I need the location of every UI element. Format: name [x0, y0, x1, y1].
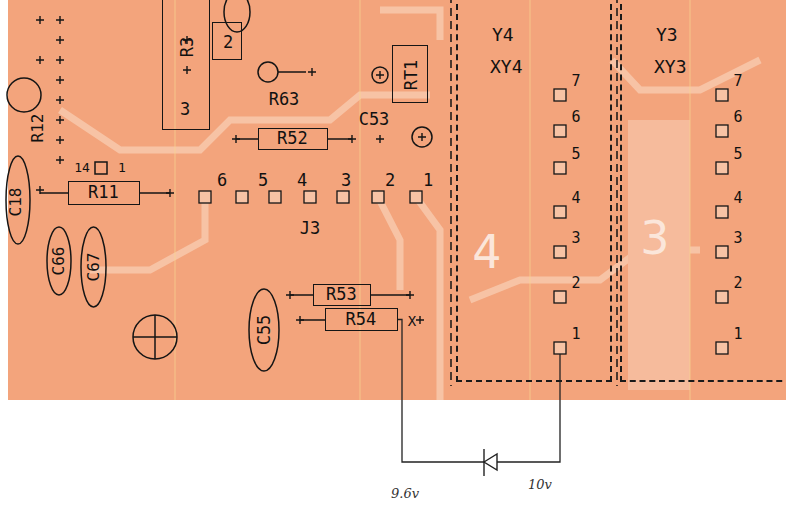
part-name: R53 — [326, 286, 357, 303]
pin-label: 6 — [733, 110, 742, 125]
connector-region: Y4XY4 — [456, 0, 612, 382]
part-name: R3 — [179, 37, 196, 57]
part-name: R52 — [277, 130, 308, 147]
scan-lines — [175, 0, 690, 400]
connector-number: 4 — [472, 229, 501, 275]
connector-name: Y4 — [492, 26, 514, 44]
diode-symbol — [484, 449, 497, 476]
component-outline: R54 — [325, 308, 398, 331]
pin-label: 1 — [423, 172, 433, 189]
part-name: R11 — [88, 184, 119, 201]
pin-label: R63 — [269, 91, 300, 108]
connector-number: 3 — [640, 215, 669, 261]
capacitor-outline: C67 — [80, 226, 107, 308]
component-outline: RT1 — [392, 45, 428, 103]
pin-label: 5 — [733, 147, 742, 162]
pin-label: 7 — [733, 74, 742, 89]
pin-label: 1 — [571, 327, 580, 342]
silkscreen — [6, 0, 617, 386]
pin-label: 6 — [217, 172, 227, 189]
connector-name: XY3 — [654, 58, 687, 76]
copper-pour — [628, 120, 690, 390]
voltage-note: 9.6v — [391, 487, 419, 500]
component-outline: 2 — [212, 22, 242, 60]
pin-label: 7 — [571, 74, 580, 89]
part-name: R54 — [346, 310, 377, 327]
pin-label: 2 — [733, 276, 742, 291]
pin-label: 5 — [258, 172, 268, 189]
part-name: 3 — [180, 101, 190, 118]
part-name: C66 — [51, 247, 67, 276]
part-name: C67 — [86, 253, 102, 282]
connector-name: XY4 — [490, 58, 523, 76]
board — [8, 0, 786, 400]
pin-label: 2 — [571, 276, 580, 291]
pad-marks — [36, 16, 426, 324]
hand-wire — [559, 354, 560, 382]
pin-label: 4 — [571, 191, 580, 206]
part-name: RT1 — [403, 60, 420, 91]
connector-region: Y3XY3 — [620, 0, 786, 382]
voltage-note: 10v — [528, 478, 552, 491]
pin-label: 4 — [733, 191, 742, 206]
pin-label: 5 — [571, 147, 580, 162]
pin-label: J3 — [300, 220, 320, 237]
copper-traces — [60, 10, 760, 400]
component-outline: R3 3 — [162, 0, 210, 130]
pin-label: C18 — [8, 188, 24, 217]
capacitor-outline: C55 — [248, 288, 280, 372]
pin-label: 3 — [571, 231, 580, 246]
pin-label: 2 — [385, 172, 395, 189]
pin-label: C53 — [359, 111, 390, 128]
pin-label: 14 — [74, 161, 90, 174]
pin-label: 1 — [733, 327, 742, 342]
part-name: 2 — [223, 34, 233, 51]
component-outline: R53 — [313, 284, 371, 306]
pin-label: 4 — [297, 172, 307, 189]
pin-label: 3 — [733, 231, 742, 246]
pin-label: 1 — [118, 161, 126, 174]
hand-wire — [398, 320, 560, 463]
part-name: C55 — [256, 315, 273, 346]
pin-label: 6 — [571, 110, 580, 125]
connector-name: Y3 — [656, 26, 678, 44]
pin-label: R12 — [30, 114, 46, 143]
component-outline: R52 — [258, 128, 328, 150]
connector-pads — [554, 89, 728, 354]
j3-pads — [199, 191, 422, 203]
component-outline: R11 — [68, 181, 140, 205]
capacitor-outline: C66 — [46, 226, 72, 296]
pin-label: X — [408, 314, 416, 328]
pin-label: 3 — [341, 172, 351, 189]
